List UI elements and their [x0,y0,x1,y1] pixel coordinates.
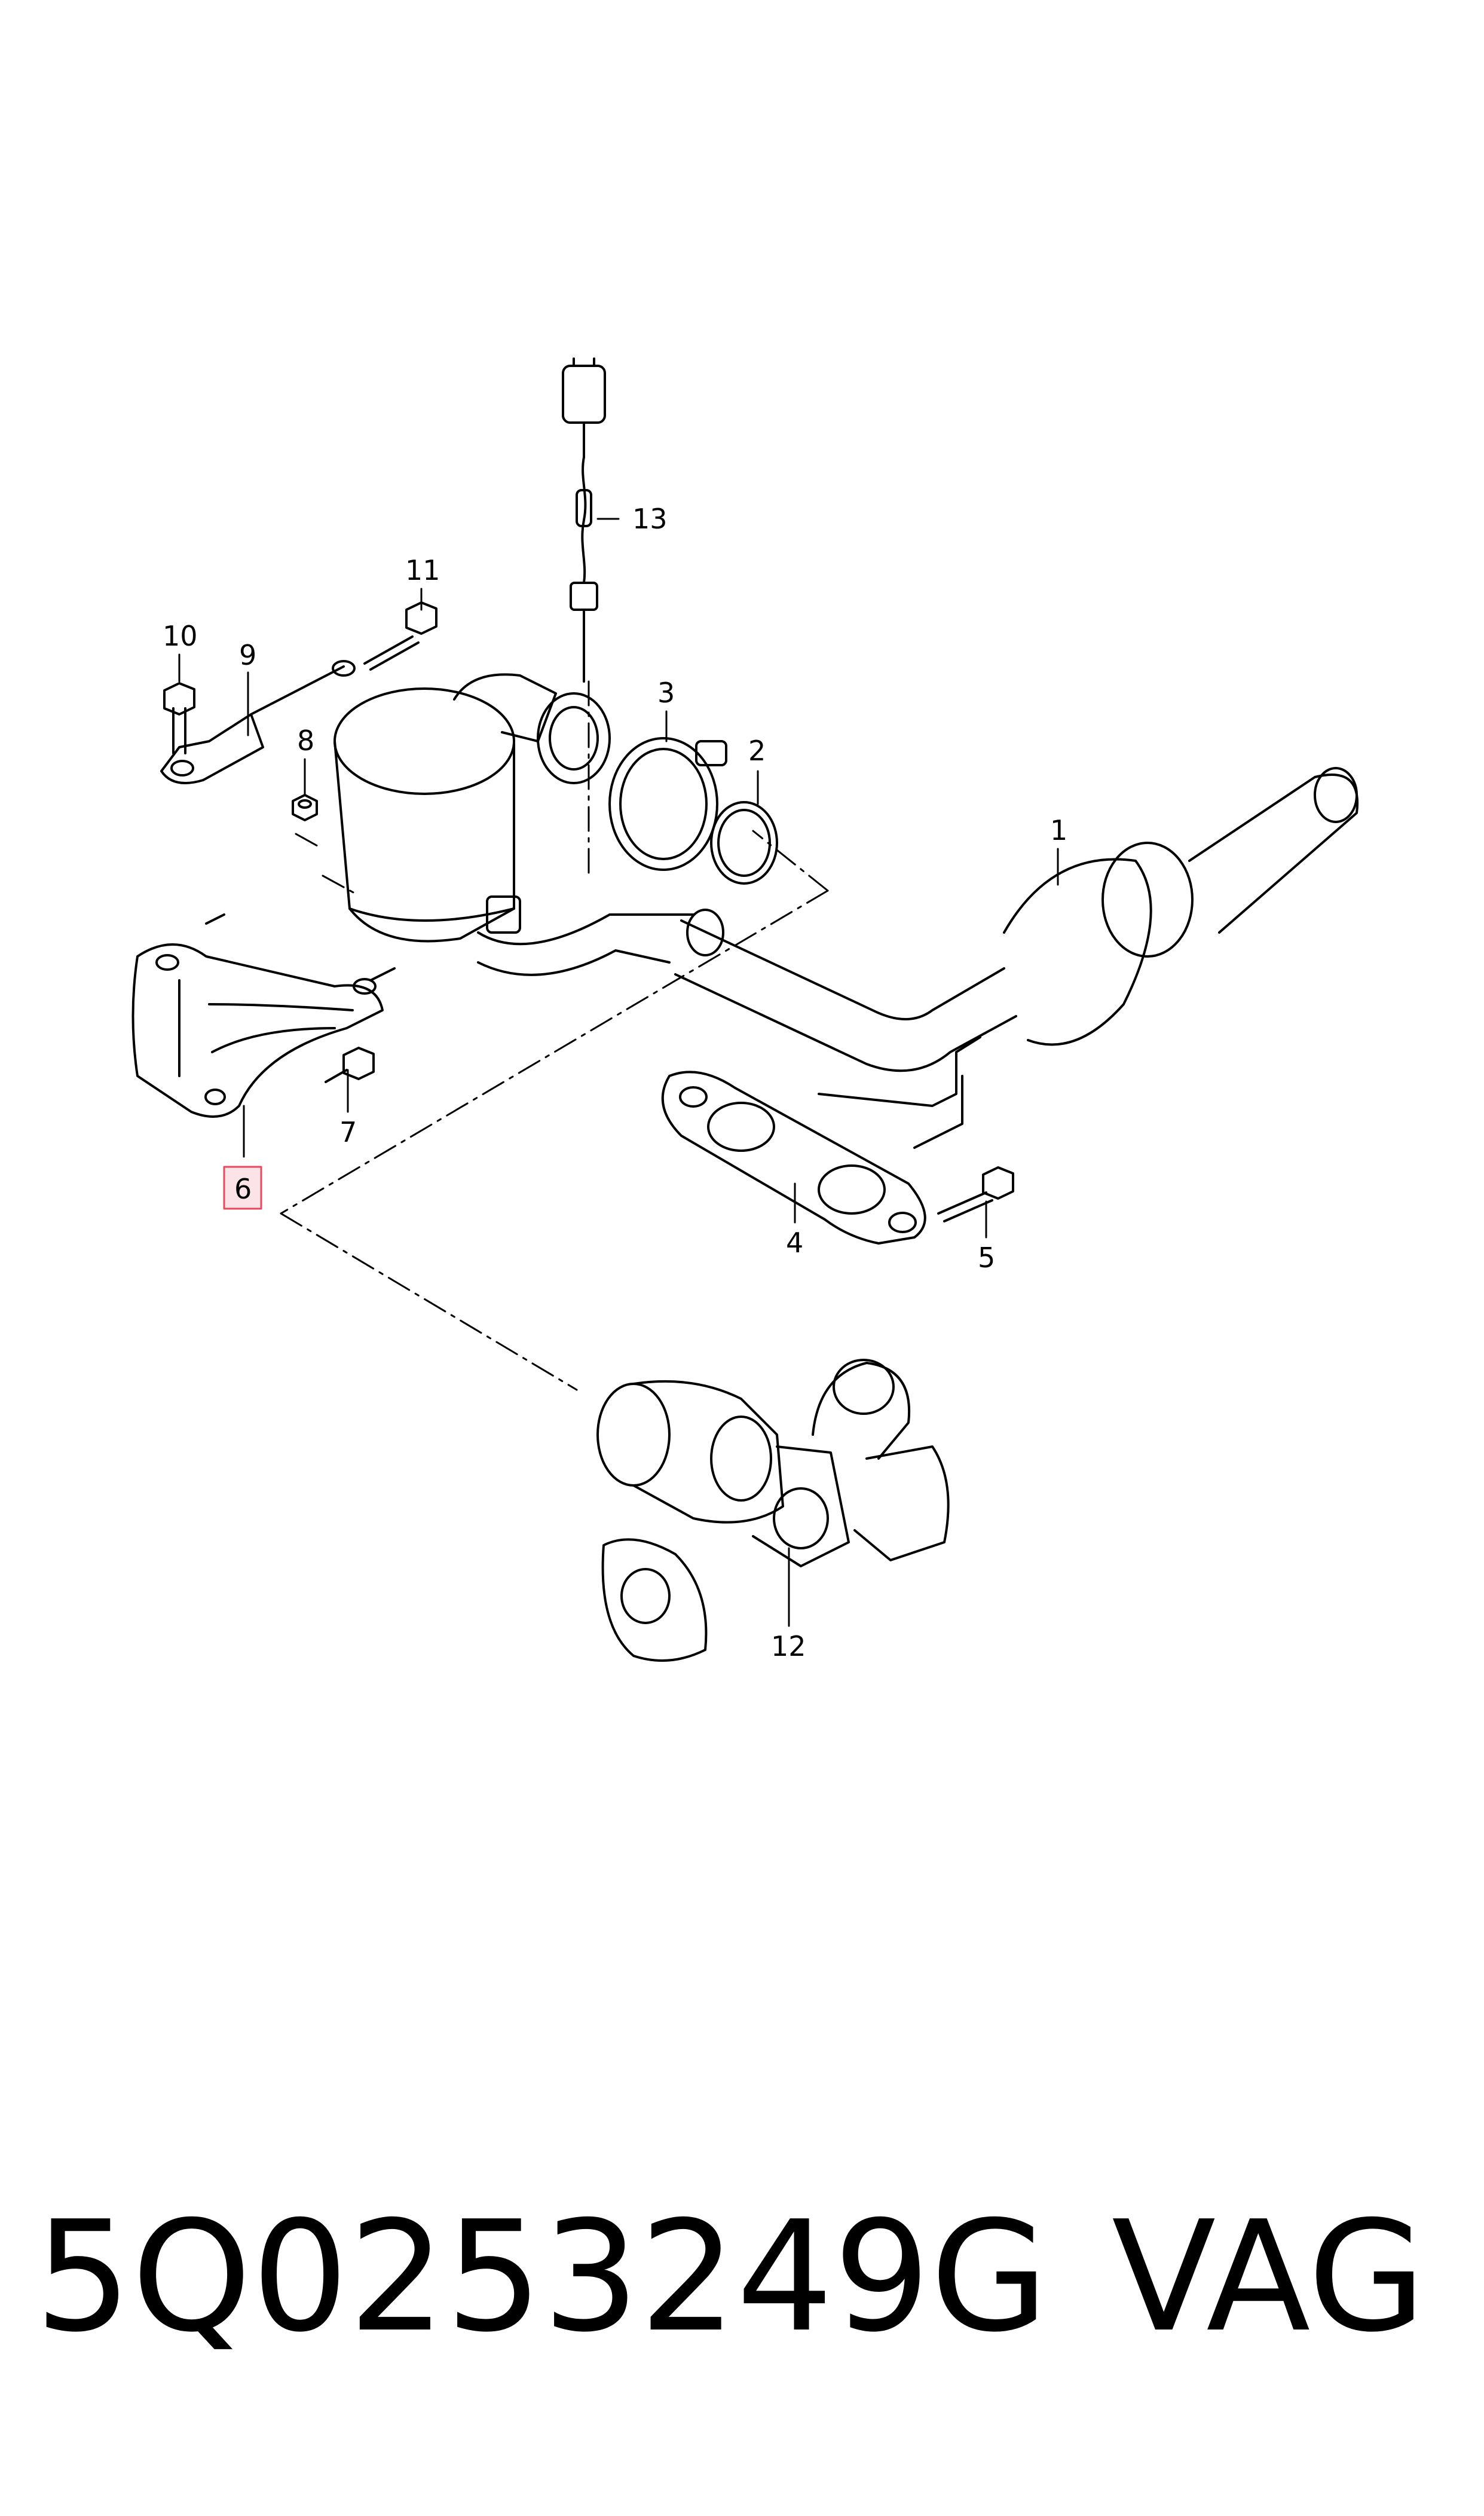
clamp-3 [608,737,727,871]
bolt-7 [325,1047,375,1083]
callout-3[interactable]: 3 [657,677,675,709]
part-number-caption: 5Q0253249G [35,2188,1049,2366]
catalytic-converter-1 [674,767,1359,1149]
callout-12[interactable]: 12 [771,1630,806,1662]
particulate-filter [333,673,724,976]
callout-10[interactable]: 10 [163,620,198,652]
leader-lines [178,518,1059,1627]
callout-7[interactable]: 7 [339,1116,357,1148]
bolt-10 [163,682,195,754]
callout-13[interactable]: 13 [632,503,668,535]
nut-8 [292,794,318,821]
callout-11[interactable]: 11 [405,554,440,586]
highlight-box-6 [223,1166,262,1210]
assembly-guide-lines [280,680,829,1391]
callout-6[interactable]: 6 [234,1173,252,1205]
gasket-4 [661,1071,926,1245]
seal-ring-2 [710,801,778,885]
callout-4[interactable]: 4 [786,1227,803,1259]
bolt-11 [363,601,437,671]
callout-1[interactable]: 1 [1050,814,1067,846]
callout-2[interactable]: 2 [748,735,766,767]
turbocharger-12 [596,1359,950,1662]
callout-9[interactable]: 9 [239,639,256,671]
callout-8[interactable]: 8 [297,724,314,757]
sensor-13 [562,357,606,683]
brand-caption: VAG [1112,2188,1426,2366]
bracket-9 [160,660,356,784]
callout-5[interactable]: 5 [978,1242,995,1274]
bolt-5 [937,1166,1014,1222]
heat-shield-6 [131,913,396,1118]
